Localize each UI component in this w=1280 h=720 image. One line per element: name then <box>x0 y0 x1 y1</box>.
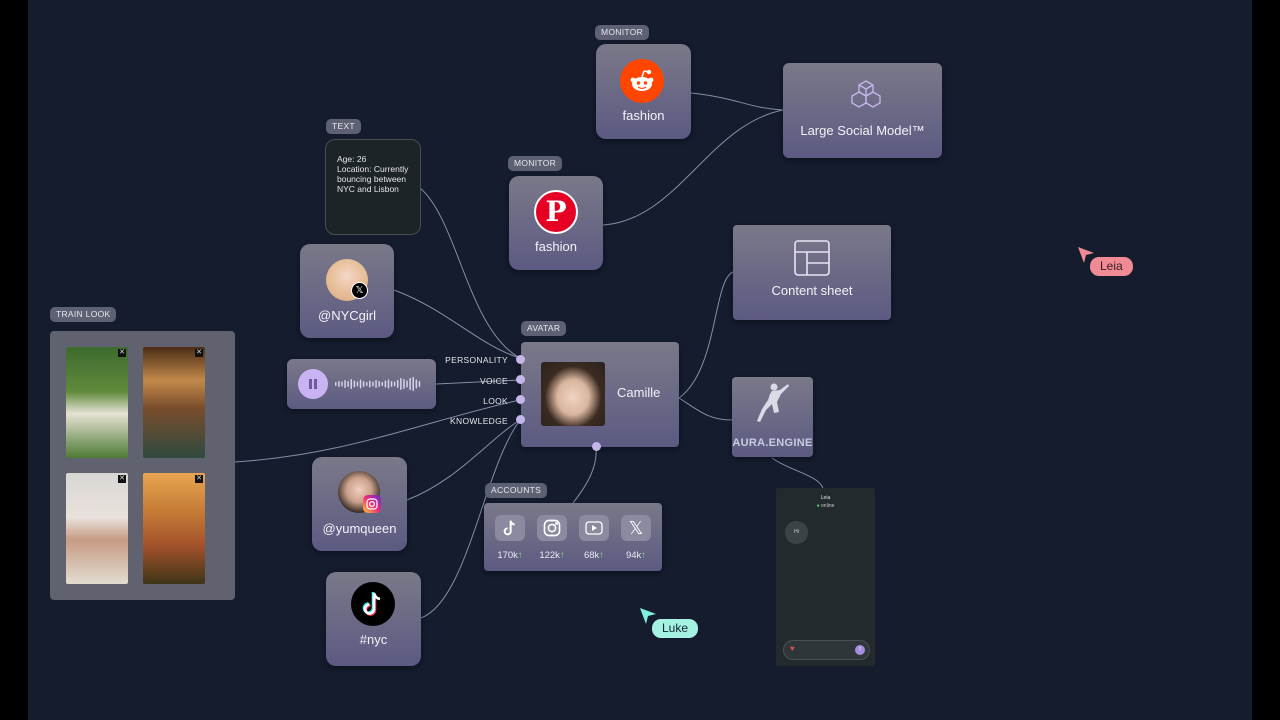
look-photo[interactable]: ✕ <box>66 473 128 584</box>
aura-engine-label: AURA.ENGINE <box>732 437 813 449</box>
port-personality[interactable] <box>516 355 525 364</box>
tiktok-node-label: #nyc <box>359 632 388 647</box>
instagram-icon[interactable] <box>537 515 567 541</box>
dancer-icon <box>752 382 792 437</box>
remove-photo-icon[interactable]: ✕ <box>118 475 126 483</box>
monitor-tag: MONITOR <box>595 25 650 40</box>
text-tag: TEXT <box>326 119 361 134</box>
nycgirl-node-label: @NYCgirl <box>318 308 376 323</box>
table-icon <box>794 240 830 281</box>
wire-look-avatar <box>234 399 521 463</box>
monitor-tag: MONITOR <box>508 156 563 171</box>
text-node[interactable]: Age: 26 Location: Currently bouncing bet… <box>325 139 421 235</box>
account-count-instagram: 122k↑ <box>539 550 565 561</box>
port-label-look: LOOK <box>483 396 508 406</box>
account-count-x: 94k↑ <box>625 550 647 561</box>
pinterest-icon: P <box>534 190 578 234</box>
nycgirl-node[interactable]: 𝕏 @NYCgirl <box>300 244 394 338</box>
look-photo[interactable]: ✕ <box>143 347 205 458</box>
reddit-icon <box>620 59 664 103</box>
wire-tiktok-avatar <box>420 419 521 619</box>
chat-bubble: Hi <box>785 521 808 544</box>
cursor-pointer-icon <box>639 607 657 630</box>
look-photo[interactable]: ✕ <box>143 473 205 584</box>
port-knowledge[interactable] <box>516 415 525 424</box>
pinterest-monitor-node[interactable]: P fashion <box>509 176 603 270</box>
waveform-icon <box>335 377 421 391</box>
heart-icon[interactable]: ♥ <box>790 644 795 653</box>
wire-avatar-aura <box>678 397 733 421</box>
port-label-knowledge: KNOWLEDGE <box>450 416 508 426</box>
port-voice[interactable] <box>516 375 525 384</box>
wire-avatar-contentsheet <box>678 271 734 399</box>
cursor-label-luke: Luke <box>652 619 699 638</box>
port-label-voice: VOICE <box>480 376 508 386</box>
cursor-pointer-icon <box>1077 246 1095 269</box>
reddit-node-label: fashion <box>622 108 665 123</box>
look-photo[interactable]: ✕ <box>66 347 128 458</box>
pause-icon[interactable] <box>298 369 328 399</box>
wire-avatar-accounts <box>572 446 597 504</box>
voice-node[interactable] <box>287 359 436 409</box>
avatar-name: Camille <box>617 385 661 400</box>
port-look[interactable] <box>516 395 525 404</box>
yumqueen-node-label: @yumqueen <box>322 521 397 536</box>
workflow-canvas[interactable]: MONITOR fashion <box>28 0 1252 720</box>
pinterest-node-label: fashion <box>535 239 577 254</box>
reddit-monitor-node[interactable]: fashion <box>596 44 691 139</box>
x-icon: 𝕏 <box>351 282 368 299</box>
train-look-node[interactable]: ✕ ✕ ✕ ✕ <box>50 331 235 600</box>
tiktok-icon[interactable] <box>495 515 525 541</box>
cursor-label-leia: Leia <box>1090 257 1133 276</box>
avatar-node[interactable]: Camille <box>521 342 679 447</box>
port-label-personality: PERSONALITY <box>445 355 508 365</box>
content-sheet-node[interactable]: Content sheet <box>733 225 891 320</box>
x-icon[interactable]: 𝕏 <box>621 515 651 541</box>
tiktok-node[interactable]: #nyc <box>326 572 421 666</box>
wire-nycgirl-avatar <box>393 289 521 359</box>
remove-photo-icon[interactable]: ✕ <box>118 349 126 357</box>
remove-photo-icon[interactable]: ✕ <box>195 475 203 483</box>
train-look-tag: TRAIN LOOK <box>50 307 117 322</box>
wire-yumqueen-avatar <box>406 419 521 501</box>
lsm-node-label: Large Social Model™ <box>800 123 925 138</box>
accounts-tag: ACCOUNTS <box>485 483 548 498</box>
connection-wires <box>234 92 824 619</box>
port-accounts[interactable] <box>592 442 601 451</box>
wire-reddit-lsm <box>690 92 784 111</box>
phone-status: ● online <box>816 503 835 509</box>
phone-message-input[interactable]: ♥ ↑ <box>783 640 870 660</box>
avatar-tag: AVATAR <box>521 321 567 336</box>
youtube-icon[interactable] <box>579 515 609 541</box>
phone-preview[interactable]: Leia ● online Hi ♥ ↑ <box>776 488 875 666</box>
large-social-model-node[interactable]: Large Social Model™ <box>783 63 942 158</box>
account-count-youtube: 68k↑ <box>583 550 605 561</box>
aura-engine-node[interactable]: AURA.ENGINE <box>732 377 813 457</box>
send-icon[interactable]: ↑ <box>855 645 865 655</box>
wire-aura-phone <box>771 457 824 489</box>
cubes-icon <box>849 79 883 116</box>
tiktok-icon <box>351 582 395 626</box>
yumqueen-node[interactable]: @yumqueen <box>312 457 407 551</box>
avatar-portrait <box>541 362 605 426</box>
account-count-tiktok: 170k↑ <box>497 550 523 561</box>
content-sheet-label: Content sheet <box>771 283 853 298</box>
phone-contact-name: Leia <box>820 495 831 501</box>
instagram-icon <box>363 495 381 513</box>
wire-text-avatar <box>419 187 521 359</box>
wire-pinterest-lsm <box>602 109 784 226</box>
text-node-content: Age: 26 Location: Currently bouncing bet… <box>337 154 409 194</box>
accounts-node[interactable]: 𝕏 170k↑ 122k↑ 68k↑ 94k↑ <box>484 503 662 571</box>
remove-photo-icon[interactable]: ✕ <box>195 349 203 357</box>
wire-voice-avatar <box>435 379 521 385</box>
